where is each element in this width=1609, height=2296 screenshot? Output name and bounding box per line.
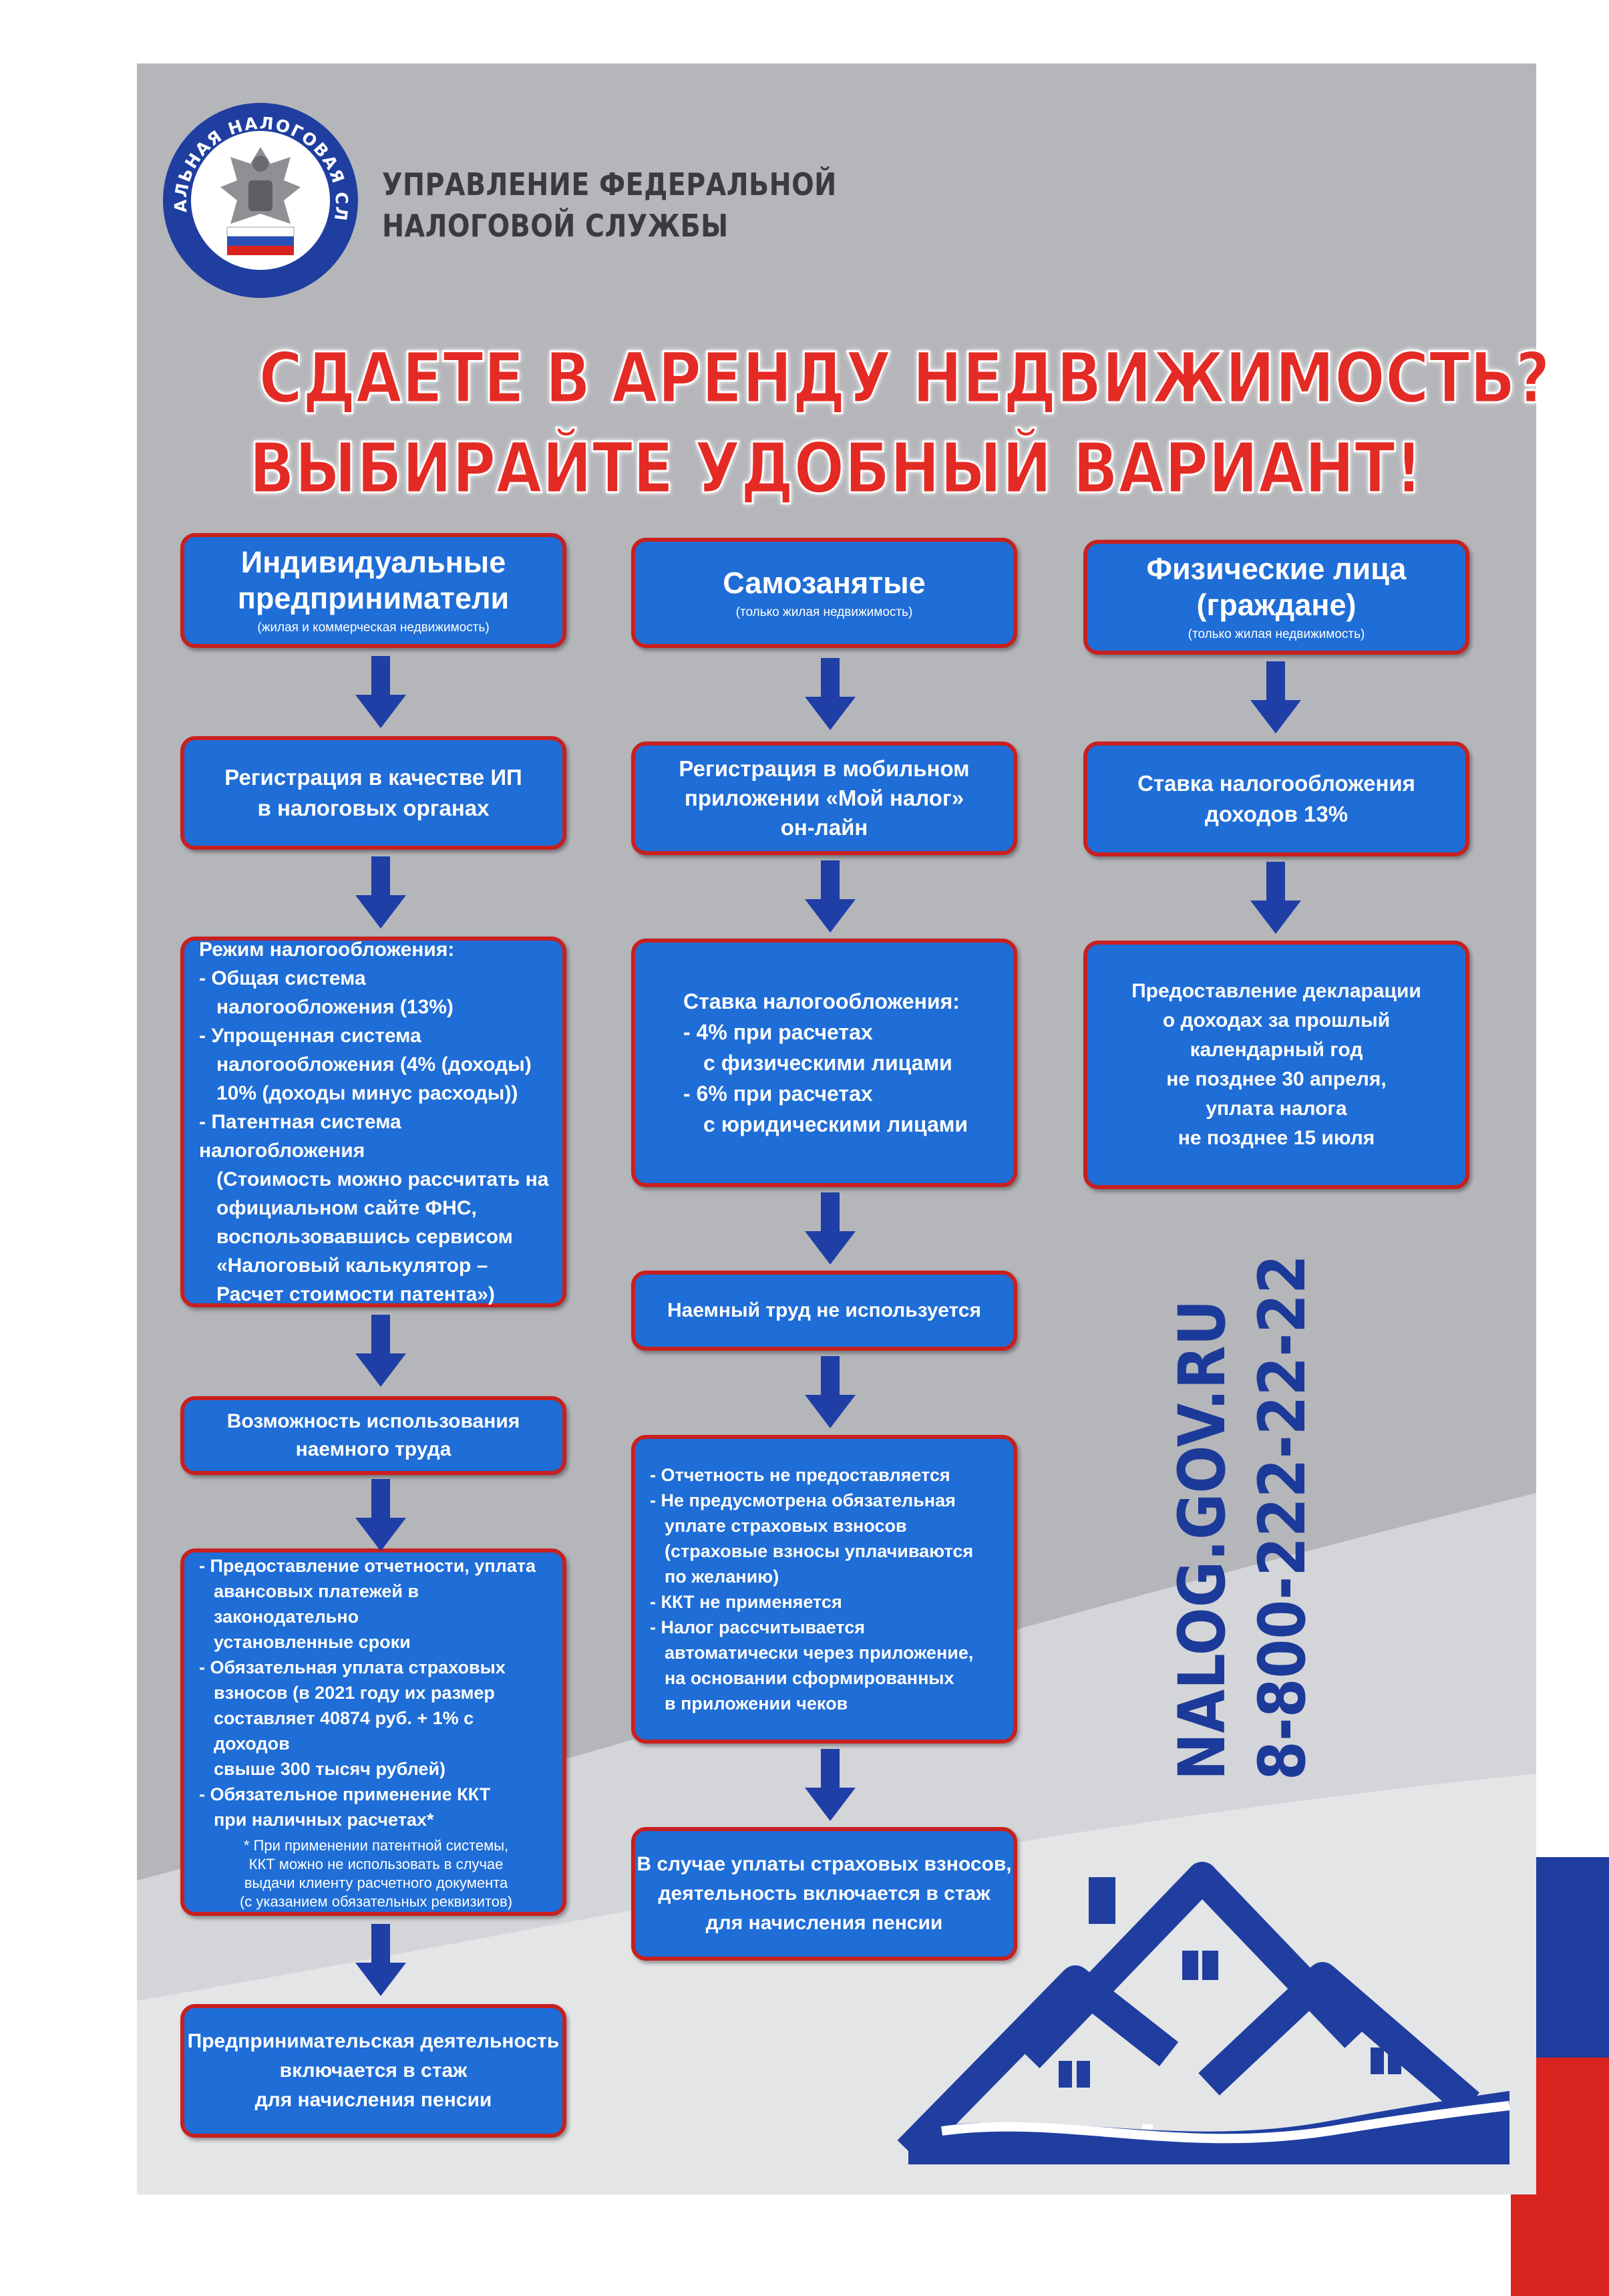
ip-tax-regime-box: Режим налогообложения: - Общая система н… (180, 937, 566, 1307)
down-arrow-icon (355, 656, 406, 728)
ip-header-box: Индивидуальные предприниматели (жилая и … (180, 533, 566, 648)
down-arrow-icon (805, 1192, 856, 1265)
ip-regime-line: воспользовавшись сервисом (216, 1226, 513, 1248)
ip-regime-line: - Патентная система налогобложения (199, 1111, 401, 1162)
self-fact-line: на основании сформированных (665, 1668, 954, 1688)
ip-regime-line: Режим налогообложения: (199, 939, 455, 961)
ip-regime-line: «Налоговый калькулятор – (216, 1255, 488, 1277)
self-fact-line: (страховые взносы уплачиваются (665, 1541, 974, 1561)
down-arrow-icon (355, 1924, 406, 1996)
down-arrow-icon (355, 1479, 406, 1551)
organization-name: УПРАВЛЕНИЕ ФЕДЕРАЛЬНОЙ НАЛОГОВОЙ СЛУЖБЫ (382, 166, 837, 244)
self-rate-line: Ставка налогообложения: (683, 989, 960, 1013)
ip-regime-line: (Стоимость можно рассчитать на (216, 1168, 549, 1190)
ip-footnote-line: * При применении патентной системы, (243, 1837, 509, 1854)
down-arrow-icon (1250, 862, 1301, 934)
headline-line-1: СДАЕТЕ В АРЕНДУ НЕДВИЖИМОСТЬ? (258, 337, 1551, 420)
ip-regime-line: официальном сайте ФНС, (216, 1197, 477, 1219)
self-employed-labor-box: Наемный труд не используется (631, 1271, 1017, 1351)
self-rate-line: - 4% при расчетах (683, 1020, 873, 1044)
website-text: NALOG.GOV.RU (1165, 1299, 1240, 1780)
self-fact-line: - Не предусмотрена обязательная (650, 1490, 956, 1510)
ip-obligation-line: составляет 40874 руб. + 1% с доходов (214, 1708, 474, 1754)
down-arrow-icon (355, 856, 406, 929)
ip-obligation-line: - Предоставление отчетности, уплата (199, 1556, 536, 1576)
eagle-icon (220, 147, 301, 224)
citizens-declaration-box: Предоставление декларации о доходах за п… (1083, 941, 1469, 1189)
down-arrow-icon (1250, 661, 1301, 733)
down-arrow-icon (805, 860, 856, 933)
self-fact-line: автоматически через приложение, (665, 1643, 974, 1663)
self-employed-registration-box: Регистрация в мобильном приложении «Мой … (631, 742, 1017, 855)
ip-regime-line: - Общая система (199, 967, 366, 989)
ip-obligation-line: свыше 300 тысяч рублей) (214, 1759, 446, 1779)
down-arrow-icon (805, 1356, 856, 1428)
ip-regime-line: - Упрощенная система (199, 1025, 421, 1047)
ip-footnote-line: (с указанием обязательных реквизитов) (239, 1893, 513, 1910)
self-rate-line: с юридическими лицами (703, 1112, 968, 1136)
self-fact-line: в приложении чеков (665, 1693, 848, 1713)
self-rate-line: - 6% при расчетах (683, 1082, 873, 1106)
ip-registration-box: Регистрация в качестве ИП в налоговых ор… (180, 736, 566, 850)
self-fact-line: - ККТ не применяется (650, 1592, 842, 1612)
self-rate-line: с физическими лицами (703, 1051, 952, 1075)
contacts-vertical: NALOG.GOV.RU 8-800-222-22-22 (1162, 1255, 1322, 1780)
self-employed-facts-box: - Отчетность не предоставляется - Не пре… (631, 1435, 1017, 1744)
fns-logo-emblem: ФЕДЕРАЛЬНАЯ НАЛОГОВАЯ СЛУЖБА (160, 100, 358, 298)
ip-regime-line: налогообложения (4% (доходы) (216, 1053, 532, 1076)
ip-hired-labor-box: Возможность использования наемного труда (180, 1396, 566, 1475)
down-arrow-icon (805, 658, 856, 730)
down-arrow-icon (355, 1315, 406, 1387)
ip-regime-line: 10% (доходы минус расходы)) (216, 1082, 518, 1104)
window-icon (1371, 2047, 1401, 2074)
ip-obligation-line: - Обязательное применение ККТ (199, 1784, 491, 1804)
hotline-phone: 8-800-222-22-22 (1245, 1255, 1320, 1780)
self-fact-line: - Отчетность не предоставляется (650, 1465, 950, 1485)
self-fact-line: - Налог рассчитывается (650, 1617, 865, 1637)
ip-obligation-line: при наличных расчетах* (214, 1810, 434, 1830)
ip-obligations-box: - Предоставление отчетности, уплата аван… (180, 1548, 566, 1916)
self-fact-line: по желанию) (665, 1567, 779, 1587)
ip-obligation-line: взносов (в 2021 году их размер (214, 1683, 495, 1703)
down-arrow-icon (805, 1749, 856, 1821)
self-fact-line: уплате страховых взносов (665, 1516, 907, 1536)
ip-obligation-line: - Обязательная уплата страховых (199, 1657, 506, 1677)
headline-line-2: ВЫБИРАЙТЕ УДОБНЫЙ ВАРИАНТ! (248, 427, 1423, 510)
citizens-rate-box: Ставка налогообложения доходов 13% (1083, 742, 1469, 856)
self-employed-pension-box: В случае уплаты страховых взносов, деяте… (631, 1827, 1017, 1961)
ip-pension-box: Предпринимательская деятельность включае… (180, 2004, 566, 2138)
window-icon (1059, 2061, 1090, 2088)
ip-obligation-line: установленные сроки (214, 1632, 411, 1652)
self-employed-header-box: Самозанятые (только жилая недвижимость) (631, 538, 1017, 648)
ip-footnote-line: выдачи клиенту расчетного документа (244, 1874, 508, 1891)
ip-regime-line: налогообложения (13%) (216, 996, 454, 1018)
citizens-header-box: Физические лица (граждане) (только жилая… (1083, 540, 1469, 655)
ip-regime-line: Расчет стоимости патента») (216, 1283, 495, 1305)
houses-illustration (897, 1862, 1510, 2164)
ip-obligation-line: авансовых платежей в законодательно (214, 1581, 419, 1627)
ip-footnote-line: ККТ можно не использовать в случае (248, 1856, 504, 1872)
self-employed-rate-box: Ставка налогообложения: - 4% при расчета… (631, 939, 1017, 1187)
